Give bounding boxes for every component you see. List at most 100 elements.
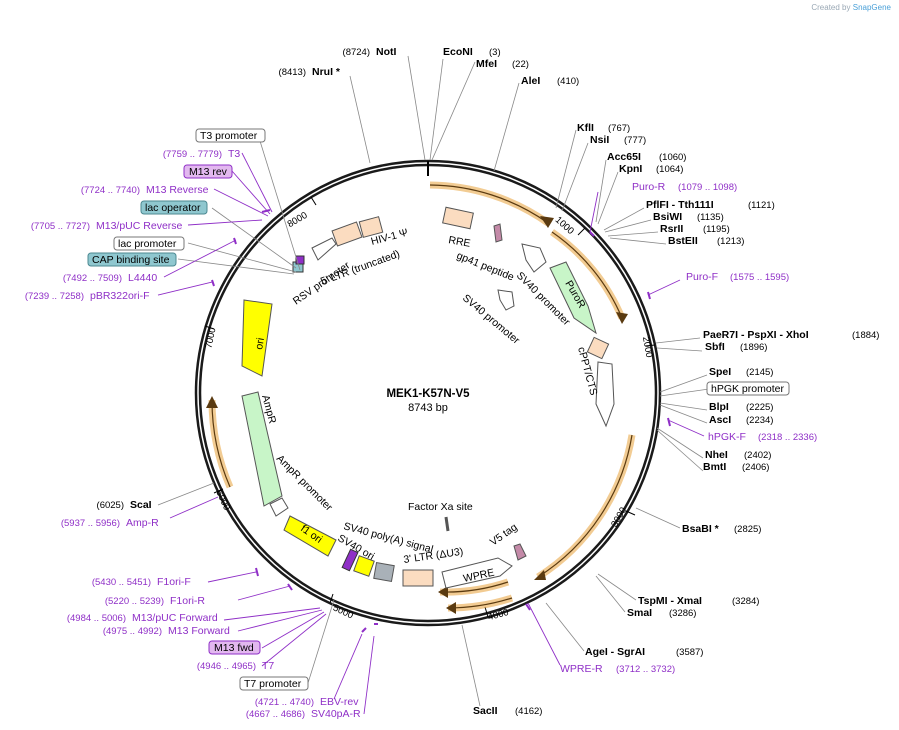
ori-label: ori [253, 337, 267, 351]
enzyme-name: MfeI [476, 58, 497, 70]
enzyme-pos: (1135) [697, 212, 724, 223]
v5-tag-label: V5 tag [488, 521, 520, 548]
enzyme-noti: (8724)NotI [343, 46, 397, 58]
primer-leaders [157, 152, 705, 715]
tick-8000: 8000 [286, 196, 317, 230]
mark-f1ori-r [287, 583, 293, 591]
enzyme-xmai: TspMI - XmaI(3284) [638, 595, 759, 607]
primer-name: T3 [228, 148, 240, 160]
primer-m13-puc-reverse: (7705 .. 7727)M13/pUC Reverse [31, 220, 183, 232]
orf-arrowhead-2 [616, 312, 628, 324]
primer-name: Amp-R [126, 517, 159, 529]
enzyme-name: NheI [705, 449, 728, 461]
leader-nrui [349, 75, 371, 164]
primer-pos: (7759 .. 7779) [163, 149, 222, 160]
enzyme-pos: (767) [608, 123, 630, 134]
leader-lac-operator [211, 207, 297, 269]
enzyme-pos: (6025) [97, 500, 124, 511]
enzyme-pos: (3587) [676, 647, 703, 658]
primer-pos: (7705 .. 7727) [31, 221, 90, 232]
primer-m13-puc-forward: (4984 .. 5006) M13/pUC Forward [67, 612, 218, 624]
leader-sbfi [656, 347, 703, 352]
leader-m13-reverse [213, 188, 269, 217]
sv40-ori-feature [353, 555, 375, 577]
primer-t3: (7759 .. 7779) T3 [163, 148, 241, 160]
primer-pos: (4984 .. 5006) [67, 613, 126, 624]
tick-label: 2000 [640, 336, 655, 359]
m13-fwd-text: M13 fwd [214, 642, 254, 654]
enzyme-name: SacII [473, 705, 498, 717]
enzyme-name: RsrII [660, 223, 683, 235]
factor-xa-feature [444, 516, 450, 532]
lac-promoter-box: lac promoter [113, 236, 185, 251]
enzyme-name: NotI [376, 46, 396, 58]
primer-pos: (5430 .. 5451) [92, 577, 151, 588]
primer-name: M13/pUC Forward [132, 612, 218, 624]
t7-promoter-box: T7 promoter [239, 676, 309, 691]
primer-sv40pa-r: (4667 .. 4686)SV40pA-R [246, 708, 361, 720]
sv40-ori-mark [341, 548, 359, 572]
enzyme-sbfi: SbfI(1896) [705, 341, 767, 353]
gp41-peptide-feature [493, 223, 503, 243]
lac-operator-box: lac operator [140, 200, 208, 215]
primer-name: pBR322ori-F [90, 290, 150, 302]
mark-hpgk-f [667, 417, 671, 427]
leader-t7 [261, 613, 327, 667]
enzyme-name: NsiI [590, 134, 609, 146]
leader-puro-r [589, 191, 599, 233]
hpgk-promoter-box: hPGK promoter [706, 381, 790, 396]
primer-pos: (7492 .. 7509) [63, 273, 122, 284]
tick-6000: 6000 [213, 488, 232, 512]
orf-line-3 [537, 434, 633, 578]
enzyme-bsabi: BsaBI *(2825) [682, 523, 761, 535]
enzyme-pos: (22) [512, 59, 529, 70]
primer-name: hPGK-F [708, 431, 746, 443]
primer-name: M13 Forward [168, 625, 230, 637]
enzyme-kpni: KpnI(1064) [619, 163, 683, 175]
leader-bmti [656, 429, 704, 472]
enzyme-name: BsaBI * [682, 523, 720, 535]
mark-l4440 [233, 237, 237, 245]
tick-3000: 3000 [609, 505, 636, 529]
leader-kpni [597, 171, 619, 225]
enzyme-rsrii: RsrII(1195) [660, 223, 730, 235]
enzyme-name: BmtI [703, 461, 726, 473]
enzyme-asci: AscI(2234) [709, 414, 773, 426]
leader-acc65i [595, 159, 607, 223]
leader-nhei [656, 427, 704, 459]
primer-name: M13 Reverse [146, 184, 209, 196]
enzyme-acc65i: Acc65I(1060) [607, 151, 686, 163]
tick-label: 7000 [203, 327, 218, 350]
primer-l4440: (7492 .. 7509)L4440 [63, 272, 158, 284]
leader-f1ori-f [207, 571, 257, 583]
primer-pos: (1575 .. 1595) [730, 272, 789, 283]
enzyme-smai: SmaI(3286) [627, 607, 696, 619]
enzyme-name: KpnI [619, 163, 642, 175]
v5-tag-feature [513, 543, 527, 561]
primer-hpgk-f: hPGK-F(2318 .. 2336) [708, 431, 817, 443]
orf-line-1 [429, 184, 549, 224]
enzyme-pos: (2234) [746, 415, 773, 426]
primer-name: WPRE-R [560, 663, 603, 675]
orf-arrowheads [206, 216, 628, 614]
cap-binding-site-box: CAP binding site [87, 252, 177, 267]
mark-ebv-rev [361, 627, 367, 633]
leader-rsrii [607, 231, 659, 237]
enzyme-labels: (8724)NotI (8413)NruI * EcoNI(3) MfeI(22… [97, 46, 880, 717]
mark-f1ori-f [255, 567, 259, 577]
orf-line-2 [551, 231, 623, 319]
leader-pflfi [603, 207, 645, 231]
ori-feature [241, 299, 273, 377]
leader-amp-r [169, 496, 219, 519]
enzyme-name: AgeI - SgrAI [585, 646, 645, 658]
boxed-labels: T3 promoter M13 rev lac operator lac pro… [87, 128, 790, 691]
credit-prefix: Created by [811, 3, 851, 12]
primer-f1ori-f: (5430 .. 5451)F1ori-F [92, 576, 191, 588]
enzyme-pos: (777) [624, 135, 646, 146]
primer-m13-reverse: (7724 .. 7740)M13 Reverse [81, 184, 209, 196]
enzyme-pos: (410) [557, 76, 579, 87]
m13-rev-box: M13 rev [183, 164, 233, 179]
t3-promoter-box: T3 promoter [195, 128, 266, 143]
sv40-promoter-feature-2 [497, 289, 515, 311]
f1-ori-feature [283, 515, 337, 557]
